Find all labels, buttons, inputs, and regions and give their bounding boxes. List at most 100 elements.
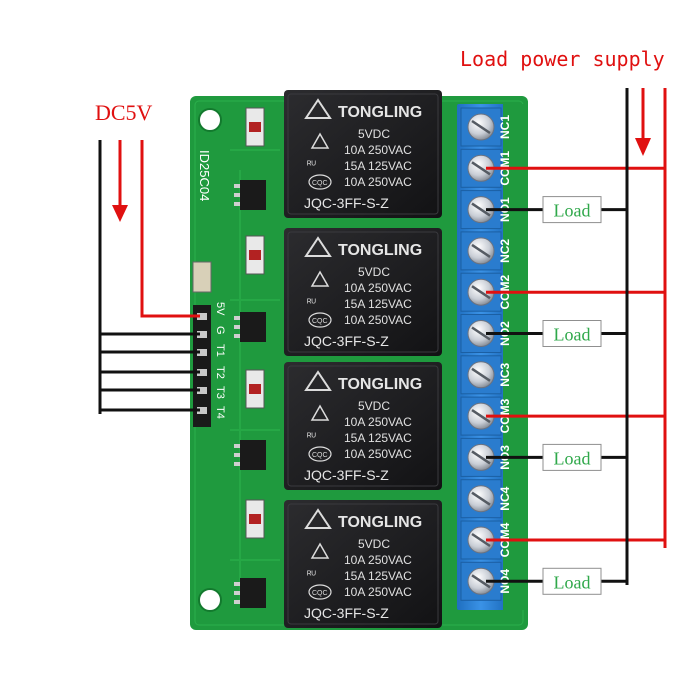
cqc-mark-icon (308, 584, 332, 600)
load-label: Load (554, 572, 591, 592)
terminal-screw-7[interactable] (460, 355, 502, 395)
terminal-label-nc4: NC4 (498, 486, 512, 510)
relay-rating-1: 10A 250VAC (344, 553, 412, 567)
relay-rating-3: 10A 250VAC (344, 585, 412, 599)
ul-mark-icon: ᴿᵁ (307, 298, 317, 309)
screw-slot (471, 491, 491, 506)
header-pin (197, 387, 207, 394)
ul-mark-icon: ᴿᵁ (307, 160, 317, 171)
pin-label-t4: T4 (214, 406, 226, 419)
relay-rim (287, 365, 439, 487)
vcc-wire (140, 140, 200, 318)
relay-rating-3: 10A 250VAC (344, 447, 412, 461)
relay-rim (287, 231, 439, 353)
input-wires (98, 140, 200, 414)
warning-icon (310, 270, 330, 287)
screw-slot (471, 450, 491, 465)
header-pin (197, 331, 207, 338)
transistor-lead (234, 582, 240, 586)
load-box (542, 443, 602, 471)
terminal-label-nc1: NC1 (498, 115, 512, 139)
terminal-screw-10[interactable] (460, 479, 502, 519)
relay-brand: TONGLING (338, 242, 422, 259)
terminal-screw-12[interactable] (460, 561, 502, 601)
header-pin (197, 313, 207, 320)
warning-icon (310, 542, 330, 559)
load-box (542, 567, 602, 595)
pin-label-g: G (214, 326, 226, 335)
load-wiring (486, 88, 667, 585)
relay-rim (287, 93, 439, 215)
header-pin (197, 369, 207, 376)
relay-body (284, 228, 442, 356)
relay-coil: 5VDC (358, 265, 390, 279)
load-label: Load (554, 325, 591, 345)
relay-cert: CQC (312, 318, 328, 325)
screw-slot (471, 285, 491, 300)
smd-components (192, 107, 266, 608)
relay-coil: 5VDC (358, 399, 390, 413)
cqc-mark-icon (308, 312, 332, 328)
terminal-screw-8[interactable] (460, 396, 502, 436)
pin-label-t2: T2 (214, 366, 226, 379)
pin-label-t1: T1 (214, 344, 226, 357)
screw-slot (471, 532, 491, 548)
transistor-lead (234, 462, 240, 466)
relay-cert: CQC (312, 180, 328, 187)
relay-cert: CQC (312, 590, 328, 597)
relay-rim (287, 503, 439, 625)
screw-slot (471, 161, 491, 176)
transistor-lead (234, 453, 240, 457)
transistor-lead (234, 334, 240, 338)
cqc-mark-icon (308, 446, 332, 462)
relay-brand: TONGLING (338, 376, 422, 393)
warning-icon (310, 132, 330, 149)
diode-band (249, 384, 261, 394)
transistor-lead (234, 444, 240, 448)
relay-rating-2: 15A 125VAC (344, 159, 412, 173)
resistor (192, 261, 212, 293)
screw-slot (471, 409, 491, 424)
terminal-label-nc3: NC3 (498, 362, 512, 386)
screw-slot (471, 243, 491, 258)
relay-rating-3: 10A 250VAC (344, 175, 412, 189)
load-label: Load (554, 448, 591, 468)
pin-label-5v: 5V (214, 302, 226, 316)
terminal-screw-11[interactable] (460, 520, 502, 560)
transistor (240, 578, 266, 608)
terminal-screw-2[interactable] (460, 148, 502, 188)
relay-rating-2: 15A 125VAC (344, 297, 412, 311)
screw-slot (471, 119, 491, 135)
load-box (542, 320, 602, 347)
diode-band (249, 514, 261, 524)
transistor-lead (234, 316, 240, 320)
relay-rating-1: 10A 250VAC (344, 415, 412, 429)
brand-logo-icon (304, 236, 332, 257)
brand-logo-icon (304, 370, 332, 391)
brand-logo-icon (304, 508, 332, 529)
terminal-screw-5[interactable] (460, 272, 502, 312)
relay-body (284, 90, 442, 218)
brand-logo-icon (304, 98, 332, 119)
relay-model: JQC-3FF-S-Z (304, 605, 389, 621)
relay-rating-2: 15A 125VAC (344, 431, 412, 445)
load-box (542, 196, 602, 224)
relay-cert: CQC (312, 452, 328, 459)
transistor (240, 440, 266, 470)
screw-slot (471, 574, 491, 589)
transistor-lead (234, 202, 240, 206)
diode-band (249, 250, 261, 260)
mount-hole-bottom (198, 588, 222, 612)
terminal-label-nc2: NC2 (498, 239, 512, 263)
pin-label-t3: T3 (214, 386, 226, 399)
relay-body (284, 500, 442, 628)
transistor-lead (234, 193, 240, 197)
relay-rating-2: 15A 125VAC (344, 569, 412, 583)
terminal-screw-1[interactable] (460, 107, 502, 147)
transistor (240, 180, 266, 210)
relay-brand: TONGLING (338, 514, 422, 531)
terminal-screw-4[interactable] (460, 231, 502, 271)
